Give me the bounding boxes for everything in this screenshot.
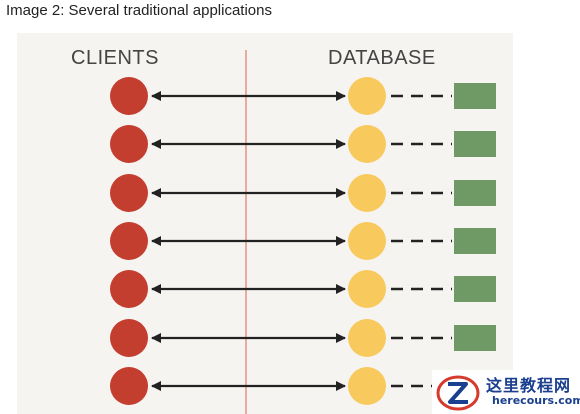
connection-row — [110, 174, 496, 212]
connection-row — [110, 319, 496, 357]
database-node-icon — [348, 77, 386, 115]
connection-row — [110, 270, 496, 308]
client-node-icon — [110, 270, 148, 308]
database-node-icon — [348, 222, 386, 260]
connection-row — [110, 222, 496, 260]
storage-block-icon — [454, 180, 496, 206]
storage-block-icon — [454, 228, 496, 254]
database-node-icon — [348, 174, 386, 212]
clients-header: CLIENTS — [71, 47, 159, 69]
database-node-icon — [348, 125, 386, 163]
database-node-icon — [348, 270, 386, 308]
client-node-icon — [110, 319, 148, 357]
watermark-url: herecours.com — [492, 394, 580, 407]
database-node-icon — [348, 319, 386, 357]
watermark-title: 这里教程网 — [486, 376, 572, 395]
client-node-icon — [110, 222, 148, 260]
client-node-icon — [110, 77, 148, 115]
storage-block-icon — [454, 131, 496, 157]
watermark-logo-icon — [436, 375, 480, 411]
client-node-icon — [110, 125, 148, 163]
database-node-icon — [348, 367, 386, 405]
client-node-icon — [110, 174, 148, 212]
connection-row — [110, 125, 496, 163]
storage-block-icon — [454, 325, 496, 351]
figure-caption: Image 2: Several traditional application… — [6, 2, 272, 19]
client-node-icon — [110, 367, 148, 405]
connection-row — [110, 77, 496, 115]
storage-block-icon — [454, 276, 496, 302]
database-header: DATABASE — [328, 47, 436, 69]
storage-block-icon — [454, 83, 496, 109]
